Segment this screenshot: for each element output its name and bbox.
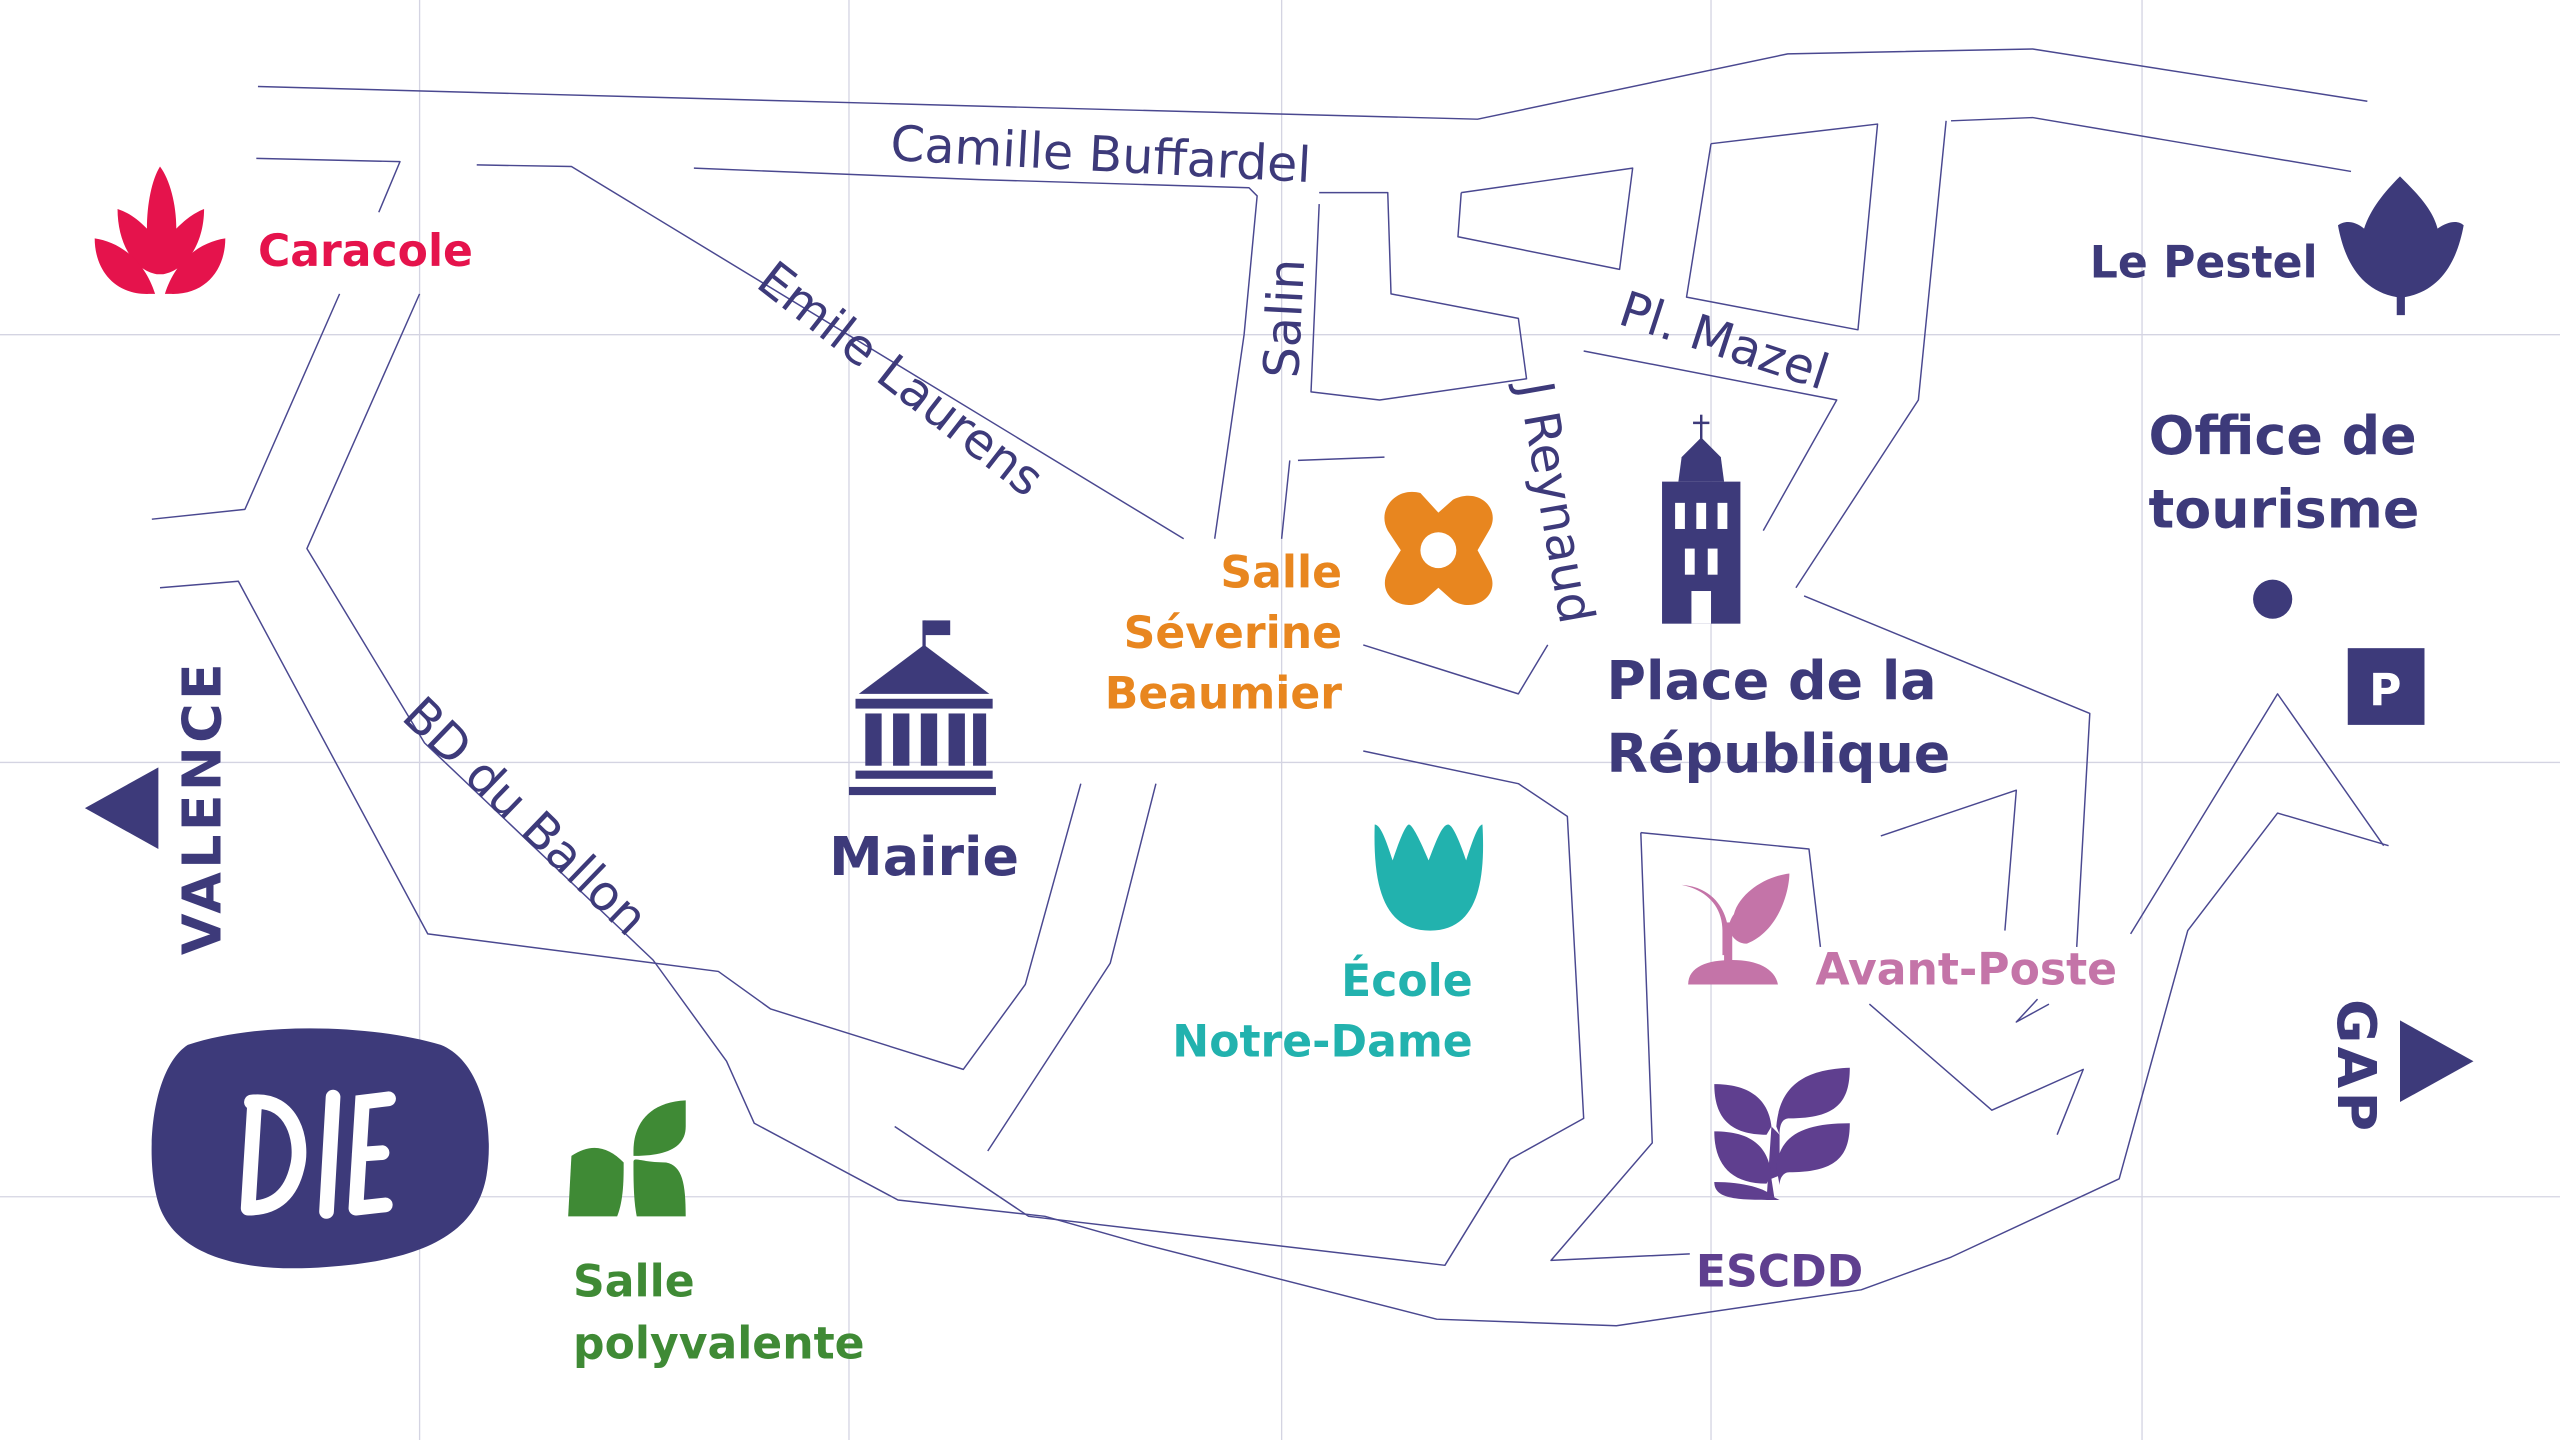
poi-ecole-notre-dame[interactable]: École Notre-Dame [1172,824,1484,1067]
poi-office-de-tourisme[interactable]: Office de tourisme [2149,404,2420,619]
poi-caracole[interactable]: Caracole [94,166,473,294]
ecole-label-line1: École [1341,954,1473,1007]
parking-icon [2347,648,2425,725]
le-pestel-label: Le Pestel [2090,238,2318,289]
poi-mairie[interactable]: Mairie [829,620,1019,888]
polyvalente-label-line2: polyvalente [573,1318,865,1369]
escdd-label: ESCDD [1696,1247,1863,1298]
poi-salle-severine-beaumier[interactable]: Salle Séverine Beaumier [1105,491,1493,720]
salle-label-line1: Salle [1220,548,1342,599]
salle-label-line2: Séverine [1124,608,1342,659]
polyvalente-label-line1: Salle [573,1256,695,1307]
avant-poste-label: Avant-Poste [1816,944,2118,995]
clover-leaves-icon [568,1100,686,1217]
roads [151,48,2389,1327]
sprout-icon [1681,873,1790,985]
church-tower-icon [1662,414,1741,624]
die-logo-lettering [240,1089,396,1219]
flower-center [1420,532,1457,569]
mairie-label: Mairie [829,825,1019,888]
poi-salle-polyvalente[interactable]: Salle polyvalente [568,1100,865,1369]
poi-place-de-la-republique[interactable]: Place de la République [1607,414,1951,786]
salle-label-line3: Beaumier [1105,669,1343,720]
tulip-icon [94,166,226,294]
parking-sign[interactable]: P [2347,648,2425,725]
location-dot-icon [2253,579,2293,619]
street-labels: Camille Buffardel Emile Laurens Salin Pl… [392,115,1836,947]
die-logo-blob [151,1028,489,1269]
arrow-right-icon [2400,1020,2474,1103]
ecole-label-line2: Notre-Dame [1172,1016,1472,1067]
office-label-line2: tourisme [2149,477,2420,540]
leaf-icon [2337,176,2464,316]
gap-label: GAP [2325,999,2388,1134]
poi-le-pestel[interactable]: Le Pestel [2090,176,2464,316]
poi-escdd[interactable]: ESCDD [1696,1067,1863,1298]
parking-label: P [2369,665,2401,716]
republique-label-line2: République [1607,722,1951,785]
republique-label-line1: Place de la [1607,649,1937,712]
town-hall-icon [848,620,996,796]
street-bd-du-ballon: BD du Ballon [392,686,659,947]
poi-avant-poste[interactable]: Avant-Poste [1681,873,2118,995]
die-logo [151,1028,489,1269]
arrow-left-icon [84,767,159,849]
office-label-line1: Office de [2149,404,2417,467]
fern-icon [1714,1067,1850,1200]
street-emile-laurens: Emile Laurens [747,250,1054,508]
street-place-mazel: Pl. Mazel [1613,280,1836,401]
direction-gap: GAP [2325,999,2474,1134]
street-j-reynaud: J Reynaud [1506,375,1605,628]
caracole-label: Caracole [258,226,473,277]
street-camille-buffardel: Camille Buffardel [889,115,1312,194]
tulip-bud-icon [1374,824,1484,931]
valence-label: VALENCE [170,660,233,955]
direction-valence: VALENCE [84,660,233,955]
street-salin: Salin [1253,257,1316,379]
